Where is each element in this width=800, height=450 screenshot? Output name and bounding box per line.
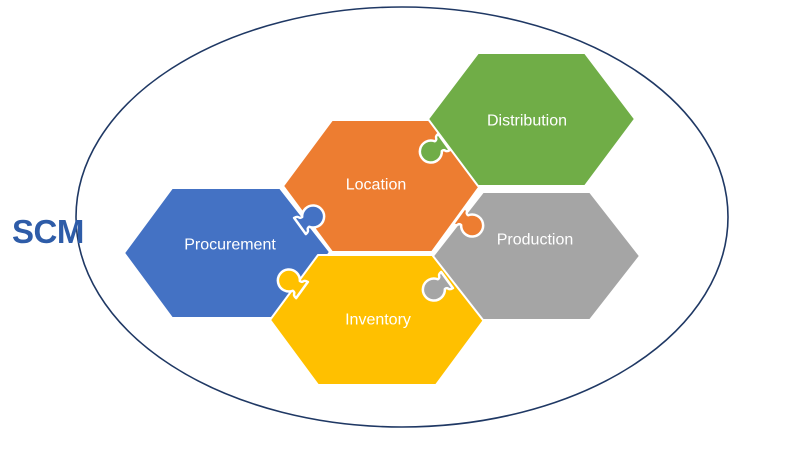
- piece-label-location: Location: [346, 177, 407, 194]
- puzzle-piece-production: Production: [432, 191, 641, 321]
- piece-label-inventory: Inventory: [345, 312, 411, 329]
- piece-label-distribution: Distribution: [487, 113, 567, 130]
- piece-label-production: Production: [497, 232, 574, 249]
- knob-procurement-to-location-icon: [292, 204, 326, 236]
- knob-location-to-production-icon: [451, 206, 485, 238]
- piece-label-procurement: Procurement: [184, 237, 276, 254]
- puzzle-piece-distribution: Distribution: [427, 52, 636, 187]
- scm-label: SCM: [12, 213, 84, 250]
- boundary-ellipse: [75, 6, 729, 428]
- knob-distribution-to-location-icon: [418, 132, 452, 164]
- knob-inventory-to-procurement-icon: [276, 268, 310, 300]
- distribution-hexagon: [427, 52, 636, 187]
- production-hexagon: [432, 191, 641, 321]
- knob-production-to-inventory-icon: [421, 270, 455, 302]
